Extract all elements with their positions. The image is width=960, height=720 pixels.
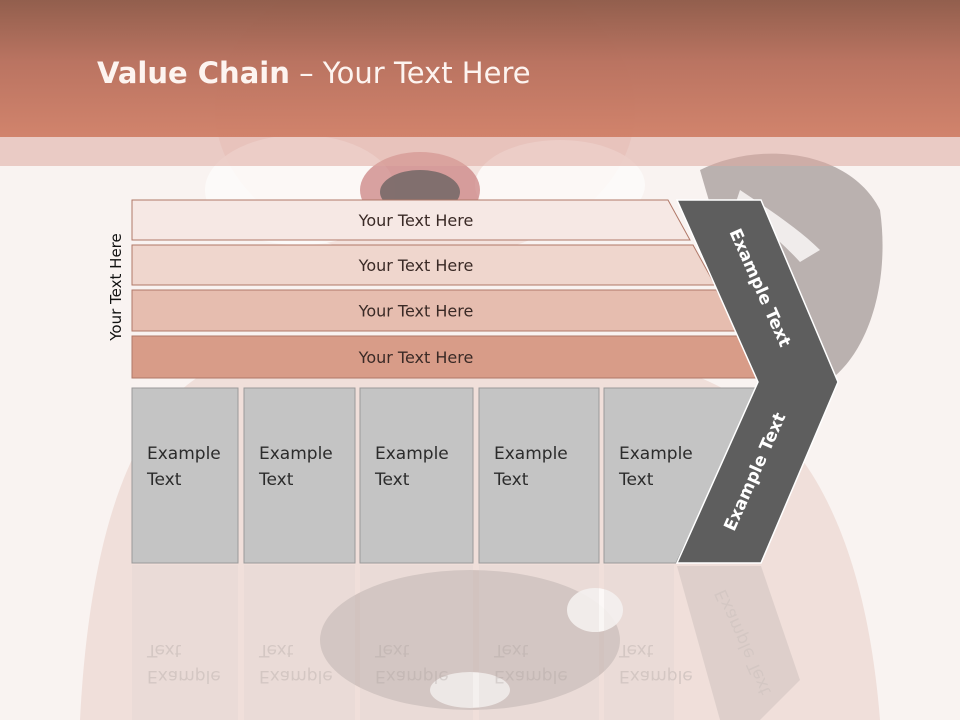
band-label-3: Your Text Here	[358, 302, 474, 321]
column-box-1	[131, 387, 239, 564]
column-box-4	[478, 387, 600, 564]
column-label-5-line2: Text	[618, 470, 654, 490]
reflection-label-4-line1: Example	[494, 666, 568, 686]
column-box-3	[359, 387, 474, 564]
chevron-reflection	[677, 566, 800, 720]
column-reflection-3	[360, 565, 473, 720]
band-label-1: Your Text Here	[358, 211, 474, 230]
column-box-2	[243, 387, 356, 564]
column-reflection-5	[604, 565, 674, 720]
header-strip	[0, 137, 960, 166]
reflection-label-5-line1: Example	[619, 666, 693, 686]
title-bold: Value Chain	[97, 56, 290, 90]
column-label-1-line2: Text	[146, 470, 182, 490]
column-label-2-line2: Text	[258, 470, 294, 490]
column-box-5	[603, 387, 761, 564]
column-label-3-line1: Example	[375, 444, 449, 464]
column-label-4-line2: Text	[493, 470, 529, 490]
band-label-2: Your Text Here	[358, 256, 474, 275]
reflection-label-2-line1: Example	[259, 666, 333, 686]
title-rest: – Your Text Here	[289, 56, 531, 90]
column-label-5-line1: Example	[619, 444, 693, 464]
header-bar	[0, 0, 960, 137]
reflection-label-1-line2: Text	[146, 640, 182, 660]
column-label-3-line2: Text	[374, 470, 410, 490]
reflection-label-5-line2: Text	[618, 640, 654, 660]
column-reflection-4	[479, 565, 599, 720]
chevron-arrow	[675, 199, 839, 564]
column-reflection-1	[132, 565, 238, 720]
reflection-label-2-line2: Text	[258, 640, 294, 660]
band-1	[131, 199, 691, 241]
reflection-label-3-line1: Example	[375, 666, 449, 686]
column-label-4-line1: Example	[494, 444, 568, 464]
reflection-label-4-line2: Text	[493, 640, 529, 660]
reflection-label-3-line2: Text	[374, 640, 410, 660]
slide-title: Value Chain – Your Text Here	[97, 56, 531, 90]
column-label-2-line1: Example	[259, 444, 333, 464]
column-reflection-2	[244, 565, 355, 720]
column-label-1-line1: Example	[147, 444, 221, 464]
band-label-4: Your Text Here	[358, 348, 474, 367]
reflection-label-1-line1: Example	[147, 666, 221, 686]
